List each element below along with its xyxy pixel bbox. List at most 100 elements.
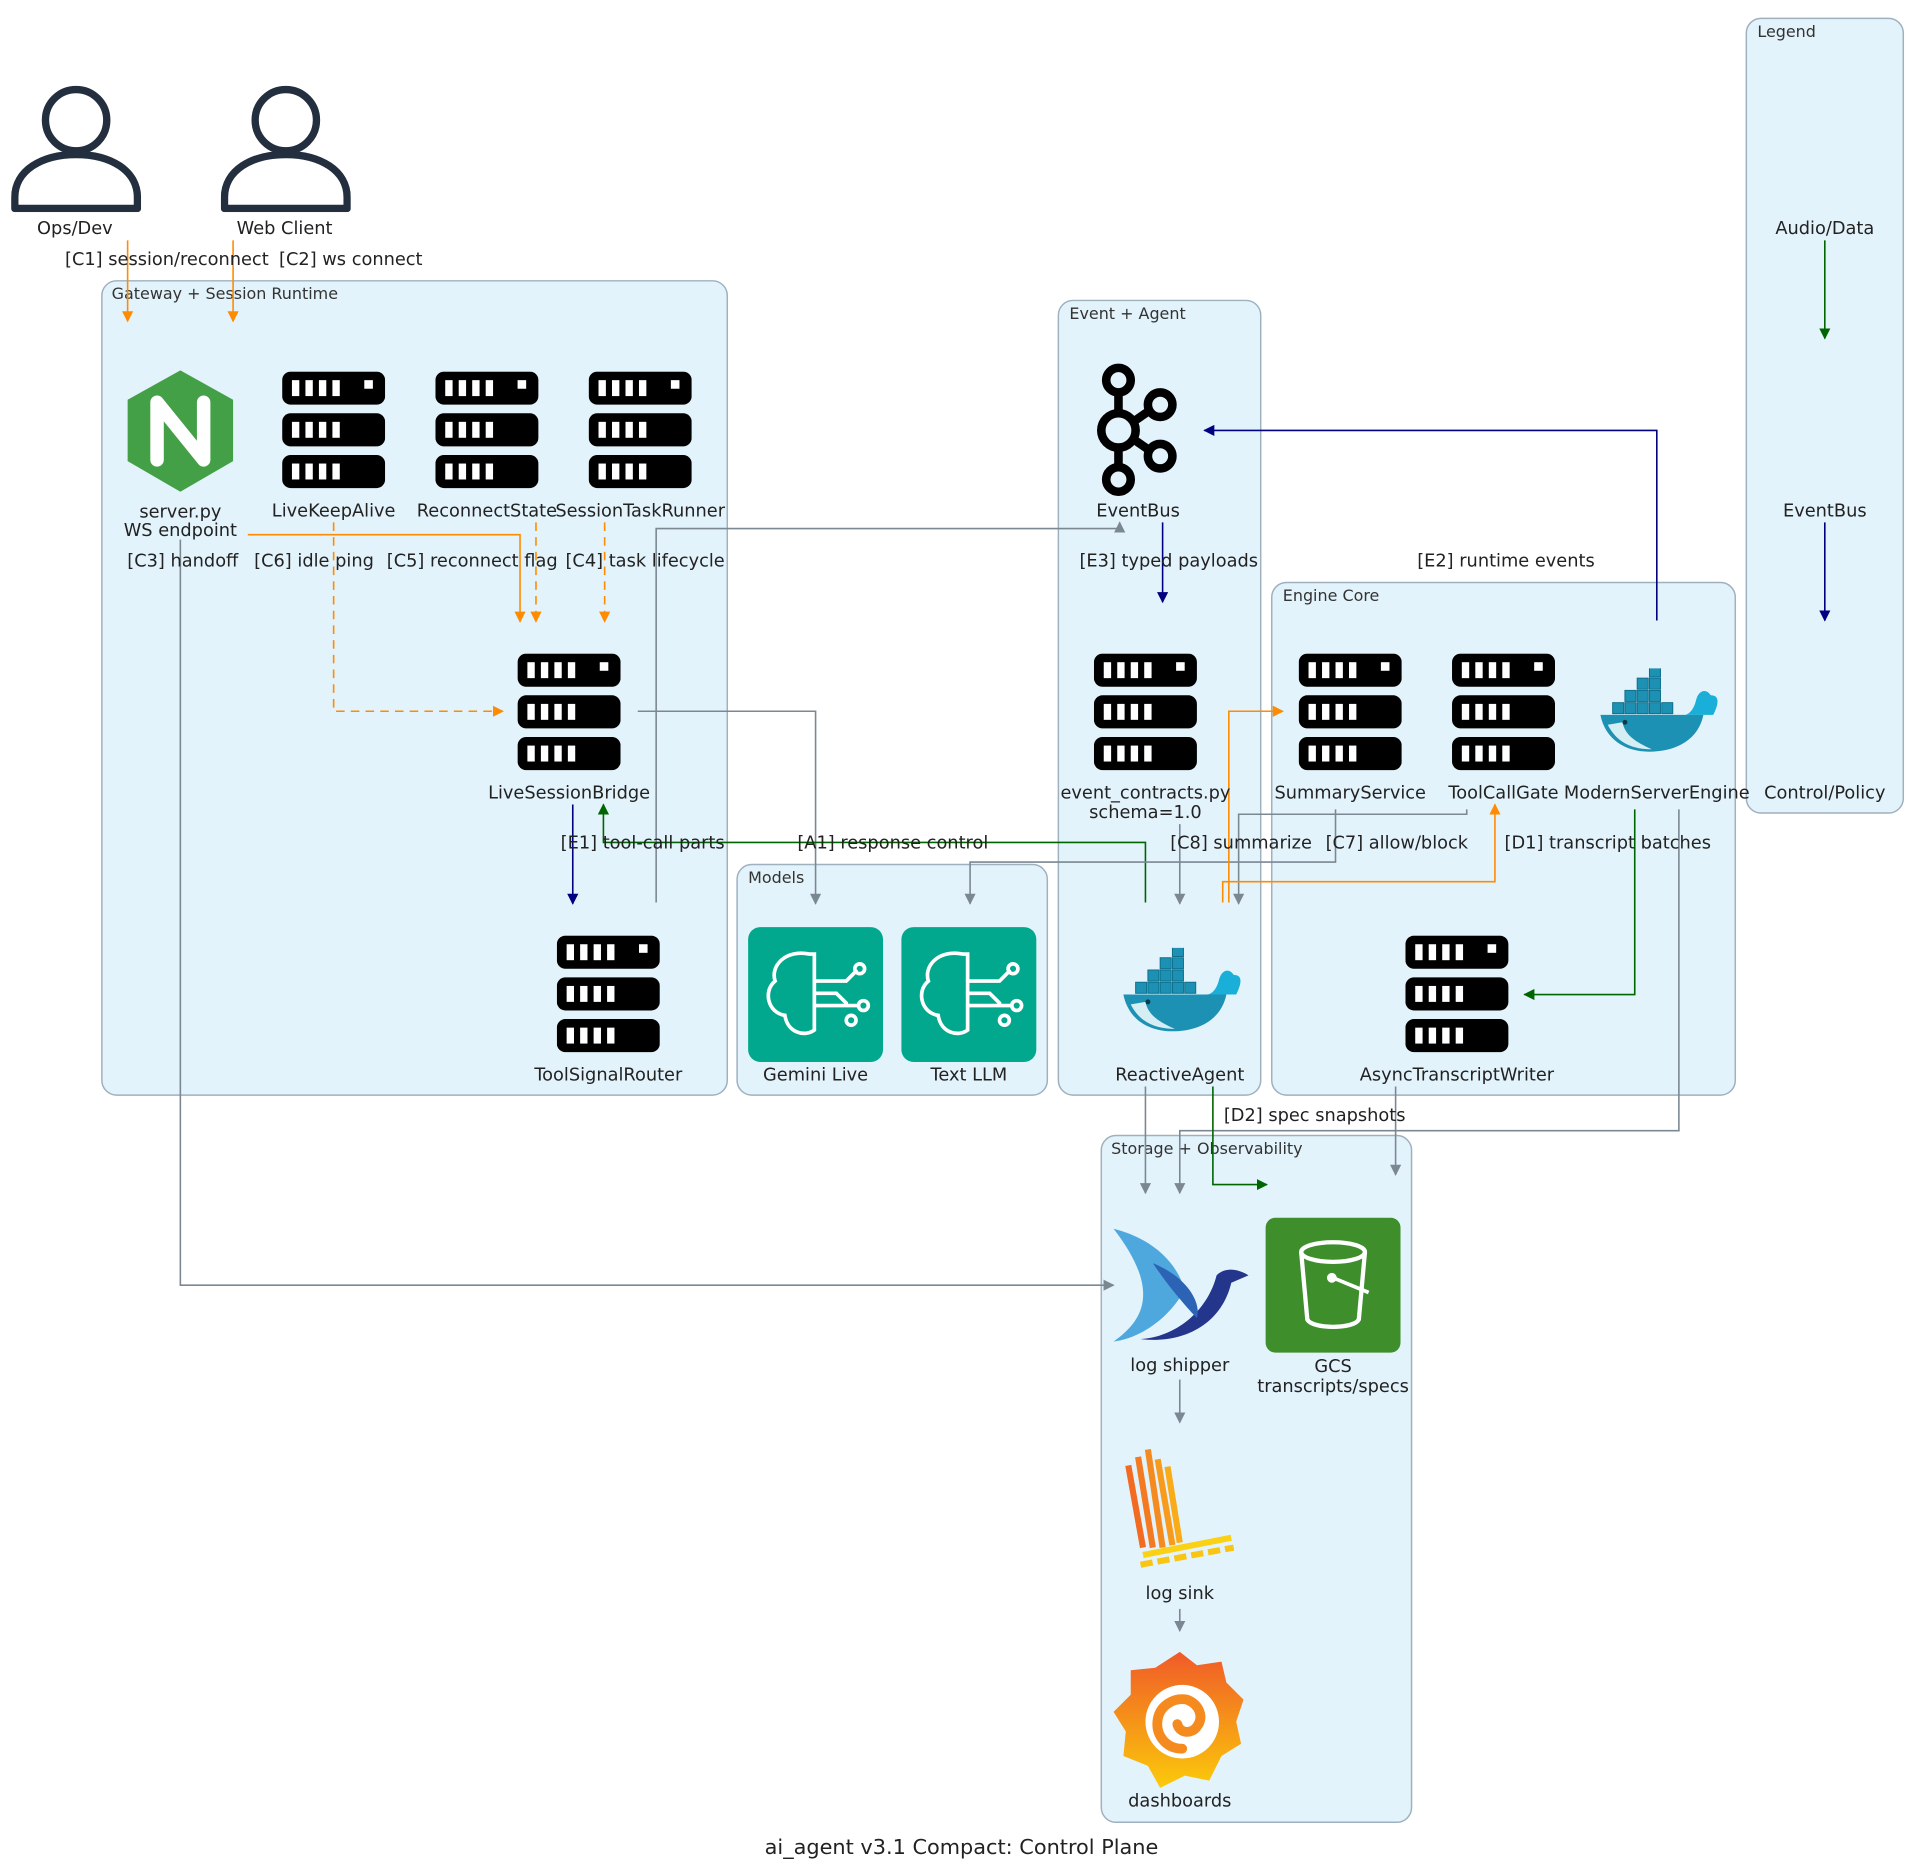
node-log-sink[interactable]: log sink	[1125, 1449, 1235, 1604]
node-async-transcript-writer[interactable]: AsyncTranscriptWriter	[1360, 935, 1555, 1086]
node-label: event_contracts.py	[1060, 782, 1230, 803]
node-label-2: WS endpoint	[124, 520, 237, 541]
cluster-title: Legend	[1757, 22, 1816, 41]
node-label: Text LLM	[930, 1064, 1008, 1085]
node-label: SessionTaskRunner	[555, 500, 725, 521]
user-icon	[15, 90, 138, 209]
edge-label-d1: [D1] transcript batches	[1505, 833, 1711, 854]
node-summary-service[interactable]: SummaryService	[1274, 653, 1426, 804]
node-label: AsyncTranscriptWriter	[1360, 1064, 1555, 1085]
edge-c6	[332, 522, 504, 717]
edge-label-e3: [E3] typed payloads	[1079, 551, 1258, 572]
node-text-llm[interactable]: Text LLM	[901, 927, 1037, 1085]
edge-label-c7: [C7] allow/block	[1326, 833, 1469, 854]
server-icon	[1452, 653, 1556, 771]
node-label: server.py	[139, 501, 221, 522]
node-event-contracts[interactable]: event_contracts.py schema=1.0	[1060, 653, 1230, 823]
cluster-gateway: Gateway + Session Runtime	[101, 280, 729, 1096]
edge-e1	[597, 803, 1147, 903]
edge-label-c2: [C2] ws connect	[279, 249, 423, 270]
node-server-py[interactable]: server.py WS endpoint	[124, 370, 237, 541]
server-icon	[588, 371, 692, 489]
node-label: LiveKeepAlive	[272, 500, 396, 521]
node-session-task-runner[interactable]: SessionTaskRunner	[555, 371, 726, 522]
edge-agent-to-summary	[1228, 705, 1284, 903]
node-gcs[interactable]: GCS transcripts/specs	[1257, 1217, 1409, 1397]
cluster-title: Storage + Observability	[1111, 1139, 1302, 1158]
node-label-2: transcripts/specs	[1257, 1376, 1409, 1397]
node-label: ReconnectState	[417, 500, 557, 521]
edge-router-to-eventbus	[655, 521, 1126, 903]
edge-c7	[1233, 809, 1468, 905]
kafka-icon	[1097, 363, 1177, 497]
cluster-title: Models	[748, 868, 804, 887]
legend: Audio/Data EventBus Control/Policy	[1764, 218, 1885, 803]
legend-item-eventbus: EventBus	[1783, 500, 1867, 521]
edge-agent-to-gate	[1221, 803, 1501, 903]
node-reactive-agent[interactable]: ReactiveAgent	[1115, 945, 1244, 1085]
diagram-title: ai_agent v3.1 Compact: Control Plane	[765, 1835, 1159, 1860]
bucket-icon	[1265, 1217, 1401, 1353]
node-label: dashboards	[1128, 1790, 1231, 1811]
edge-agent-to-gcs	[1212, 1086, 1268, 1191]
edge-label-c4: [C4] task lifecycle	[565, 551, 724, 572]
node-label: SummaryService	[1274, 782, 1426, 803]
node-live-session-bridge[interactable]: LiveSessionBridge	[488, 653, 650, 804]
node-label-2: schema=1.0	[1089, 802, 1202, 823]
grafana-icon	[1113, 1651, 1244, 1788]
edge-label-c8: [C8] summarize	[1170, 833, 1312, 854]
node-label: ToolCallGate	[1447, 782, 1558, 803]
node-label: Gemini Live	[763, 1064, 868, 1085]
server-icon	[1405, 935, 1509, 1053]
node-event-bus[interactable]: EventBus	[1096, 363, 1180, 521]
server-icon	[1093, 653, 1197, 771]
ai-brain-icon	[901, 927, 1037, 1062]
node-label: LiveSessionBridge	[488, 782, 650, 803]
node-ops-dev[interactable]: Ops/Dev	[15, 90, 138, 240]
cluster-title: Gateway + Session Runtime	[112, 284, 338, 303]
edge-label-e1: [E1] tool-call parts	[561, 833, 725, 854]
node-live-keep-alive[interactable]: LiveKeepAlive	[272, 371, 396, 522]
node-dashboards[interactable]: dashboards	[1113, 1651, 1244, 1812]
node-label: GCS	[1314, 1356, 1351, 1377]
node-label: ModernServerEngine	[1564, 782, 1750, 803]
edge-a1	[637, 710, 822, 905]
server-icon	[282, 371, 386, 489]
node-label: EventBus	[1096, 500, 1180, 521]
cluster-title: Engine Core	[1283, 586, 1380, 605]
edges	[122, 240, 1680, 1633]
nginx-icon	[127, 370, 234, 492]
legend-item-control-policy: Control/Policy	[1764, 782, 1885, 803]
node-tool-call-gate[interactable]: ToolCallGate	[1447, 653, 1559, 804]
node-label: ReactiveAgent	[1115, 1064, 1244, 1085]
edge-engine-to-shipper	[1174, 809, 1680, 1195]
node-gemini-live[interactable]: Gemini Live	[748, 927, 884, 1085]
edge-d1	[1523, 809, 1636, 1001]
edge-label-c1: [C1] session/reconnect	[65, 249, 269, 270]
edge-server-to-bridge	[247, 533, 526, 623]
node-label: Ops/Dev	[37, 218, 113, 239]
edge-label-e2: [E2] runtime events	[1417, 551, 1595, 572]
node-label: log sink	[1146, 1583, 1215, 1604]
edge-label-c5: [C5] reconnect flag	[387, 551, 558, 572]
server-icon	[517, 653, 621, 771]
edge-label-d2: [D2] spec snapshots	[1224, 1105, 1406, 1126]
edge-c3	[179, 539, 1115, 1291]
legend-item-audio-data: Audio/Data	[1775, 218, 1874, 239]
node-label: log shipper	[1130, 1355, 1230, 1376]
edge-label-c6: [C6] idle ping	[254, 551, 374, 572]
node-label: Web Client	[237, 218, 333, 239]
node-tool-signal-router[interactable]: ToolSignalRouter	[533, 935, 683, 1086]
loki-icon	[1125, 1449, 1235, 1568]
node-log-shipper[interactable]: log shipper	[1113, 1228, 1249, 1376]
server-icon	[1298, 653, 1402, 771]
node-web-client[interactable]: Web Client	[224, 90, 347, 240]
edge-label-a1: [A1] response control	[797, 833, 988, 854]
cluster-legend: Legend	[1745, 17, 1905, 814]
edge-e2	[1203, 424, 1658, 621]
node-modern-server-engine[interactable]: ModernServerEngine	[1564, 666, 1750, 803]
edge-c8	[964, 809, 1337, 905]
node-reconnect-state[interactable]: ReconnectState	[417, 371, 557, 522]
ai-brain-icon	[748, 927, 884, 1062]
